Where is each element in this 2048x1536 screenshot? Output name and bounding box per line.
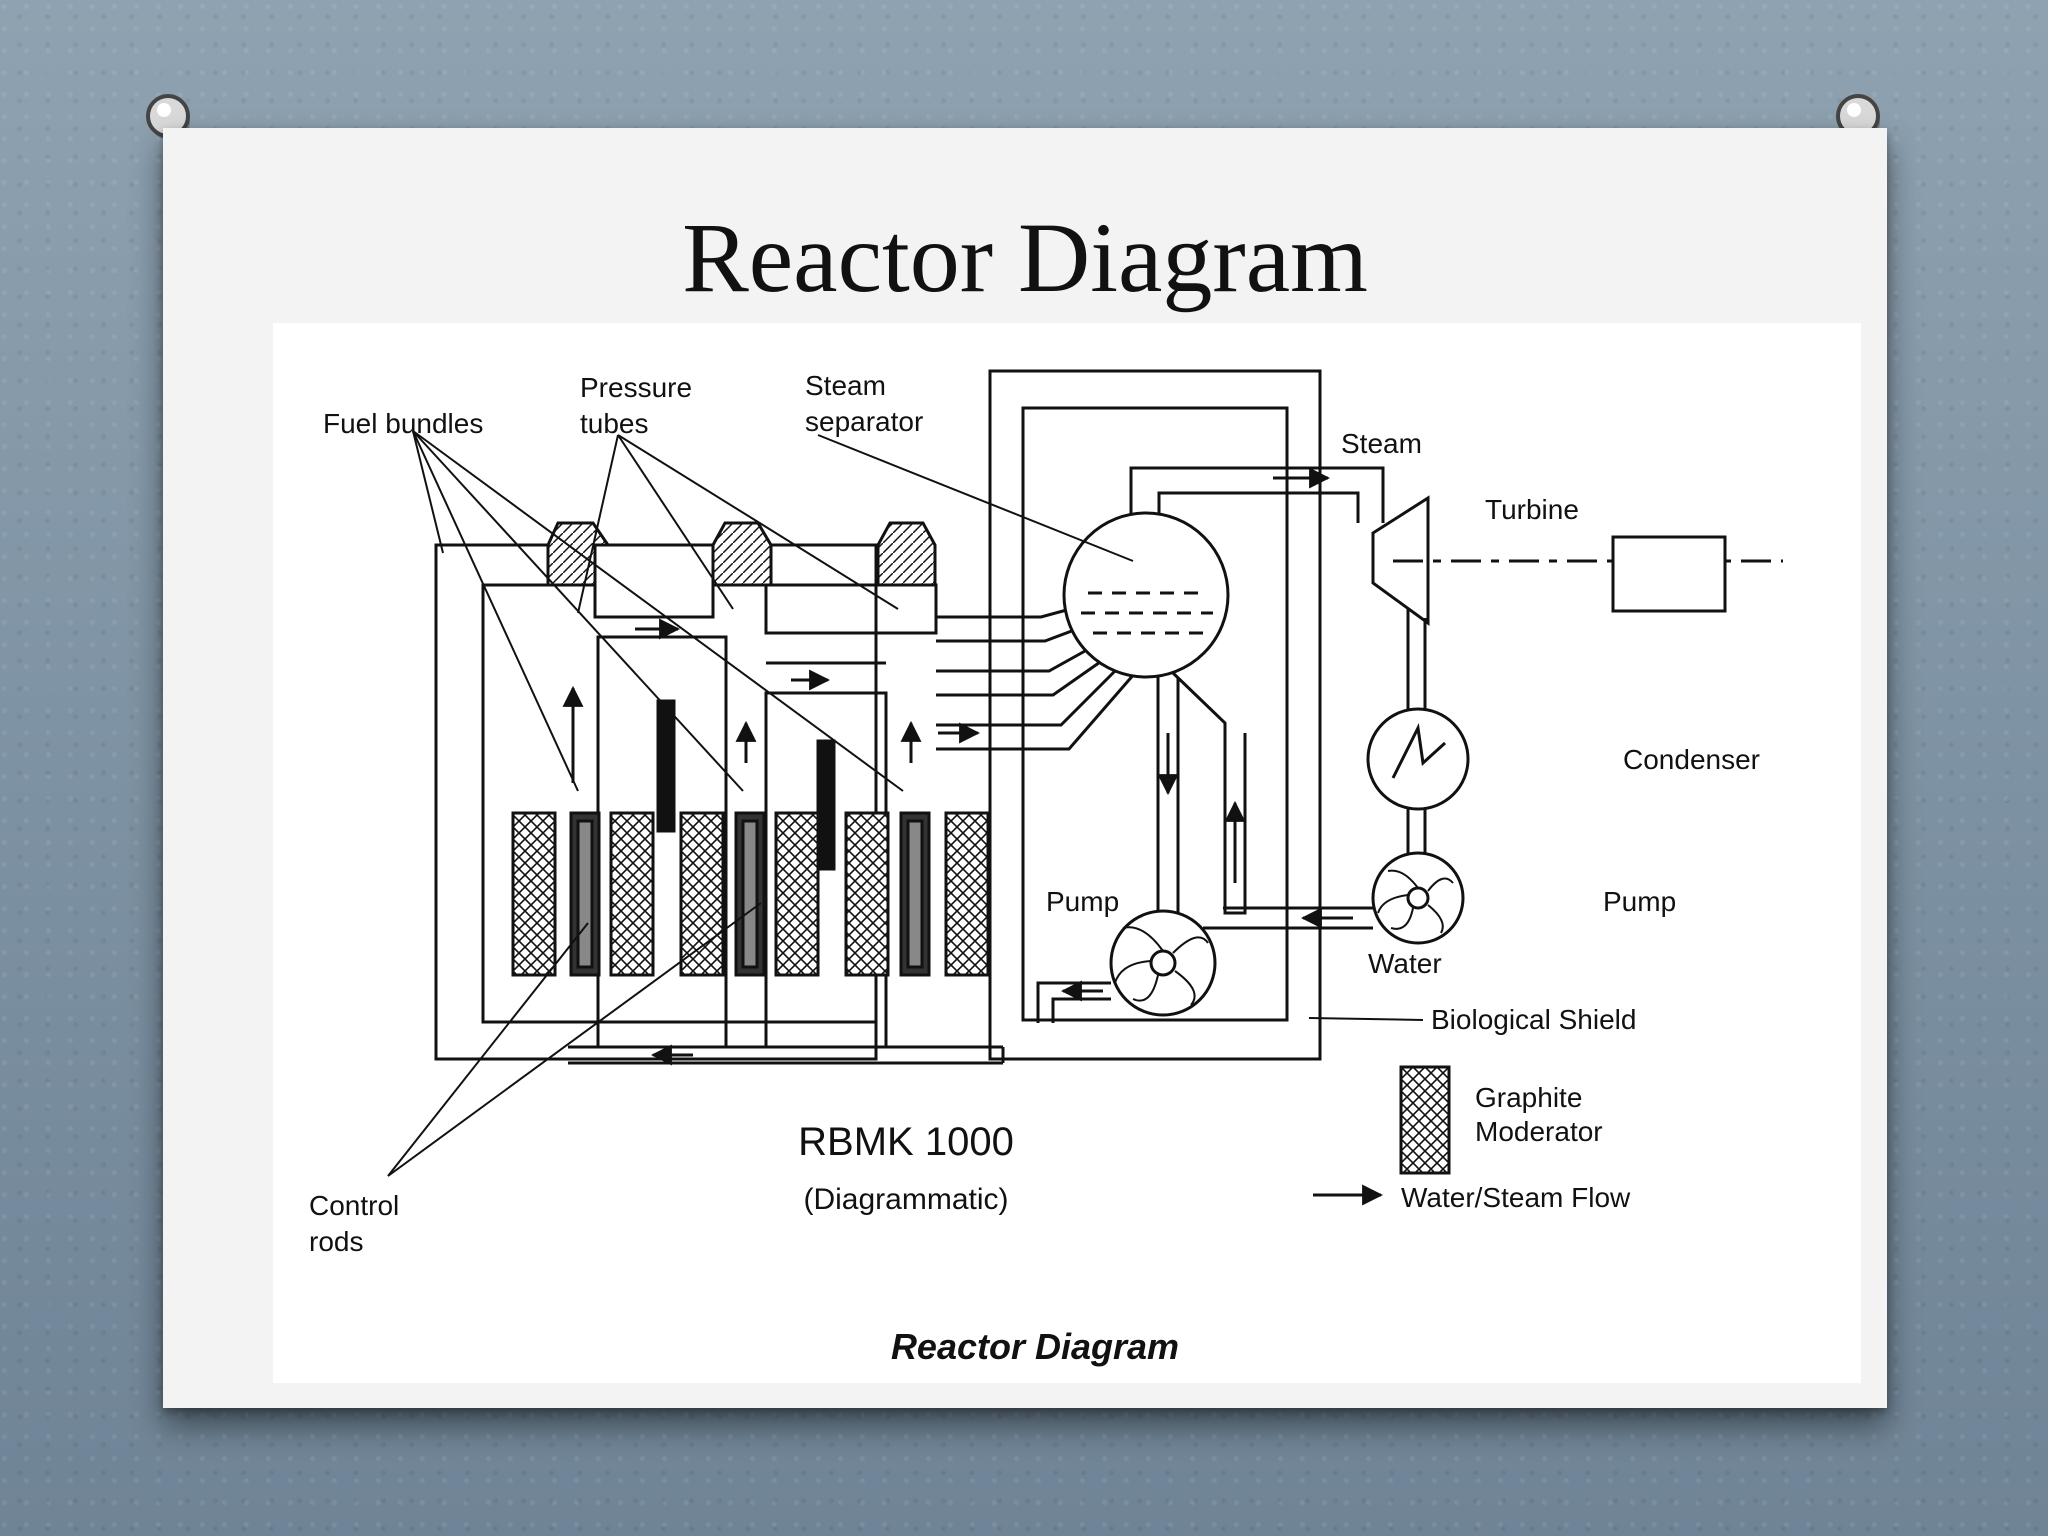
label-model-note: (Diagrammatic) xyxy=(803,1183,1008,1216)
label-pressure-tubes-2: tubes xyxy=(580,408,649,439)
label-control-rods-2: rods xyxy=(309,1226,363,1257)
label-water: Water xyxy=(1368,948,1442,979)
graphite-block xyxy=(679,811,725,977)
graphite-block xyxy=(511,811,557,977)
legend-graphite-swatch xyxy=(1399,1065,1451,1175)
label-steam-separator: Steam xyxy=(805,370,886,401)
label-flow: Water/Steam Flow xyxy=(1401,1182,1631,1213)
label-biological-shield: Biological Shield xyxy=(1431,1004,1636,1035)
label-steam: Steam xyxy=(1341,428,1422,459)
control-rod xyxy=(656,699,676,833)
label-model: RBMK 1000 xyxy=(798,1120,1014,1164)
graphite-block xyxy=(609,811,655,977)
label-graphite: Graphite xyxy=(1475,1082,1582,1113)
reactor-diagram: Fuel bundles Pressure tubes Steam separa… xyxy=(273,323,1861,1383)
label-pressure-tubes: Pressure xyxy=(580,372,692,403)
graphite-block xyxy=(844,811,890,977)
biological-shield xyxy=(988,369,1322,1061)
label-steam-separator-2: separator xyxy=(805,406,923,437)
label-pump-right: Pump xyxy=(1603,886,1676,917)
label-pump-left: Pump xyxy=(1046,886,1119,917)
condenser xyxy=(1366,707,1470,811)
reactor-vessel xyxy=(434,543,878,1061)
figure-caption: Reactor Diagram xyxy=(891,1326,1179,1367)
label-turbine: Turbine xyxy=(1485,494,1579,525)
graphite-block xyxy=(944,811,990,977)
generator xyxy=(1611,535,1727,613)
graphite-block xyxy=(774,811,820,977)
label-control-rods: Control xyxy=(309,1190,399,1221)
steam-separator xyxy=(1062,511,1230,679)
pressure-tube-cap xyxy=(876,521,937,587)
label-condenser: Condenser xyxy=(1623,744,1760,775)
control-rod xyxy=(816,739,836,871)
label-moderator: Moderator xyxy=(1475,1116,1603,1147)
pressure-tube-cap xyxy=(711,521,773,587)
slide-title: Reactor Diagram xyxy=(682,202,1368,313)
label-fuel-bundles: Fuel bundles xyxy=(323,408,483,439)
